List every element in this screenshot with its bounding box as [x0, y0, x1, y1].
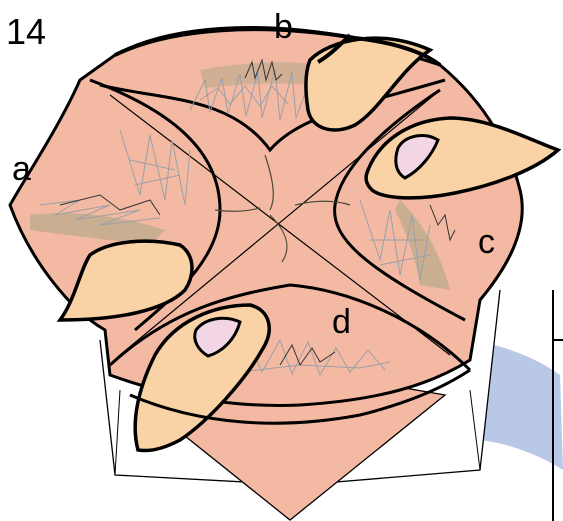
label-d: d [332, 303, 351, 341]
label-b: b [274, 8, 293, 46]
label-c: c [478, 223, 495, 261]
label-a: a [12, 150, 31, 188]
step-number: 14 [6, 11, 46, 52]
